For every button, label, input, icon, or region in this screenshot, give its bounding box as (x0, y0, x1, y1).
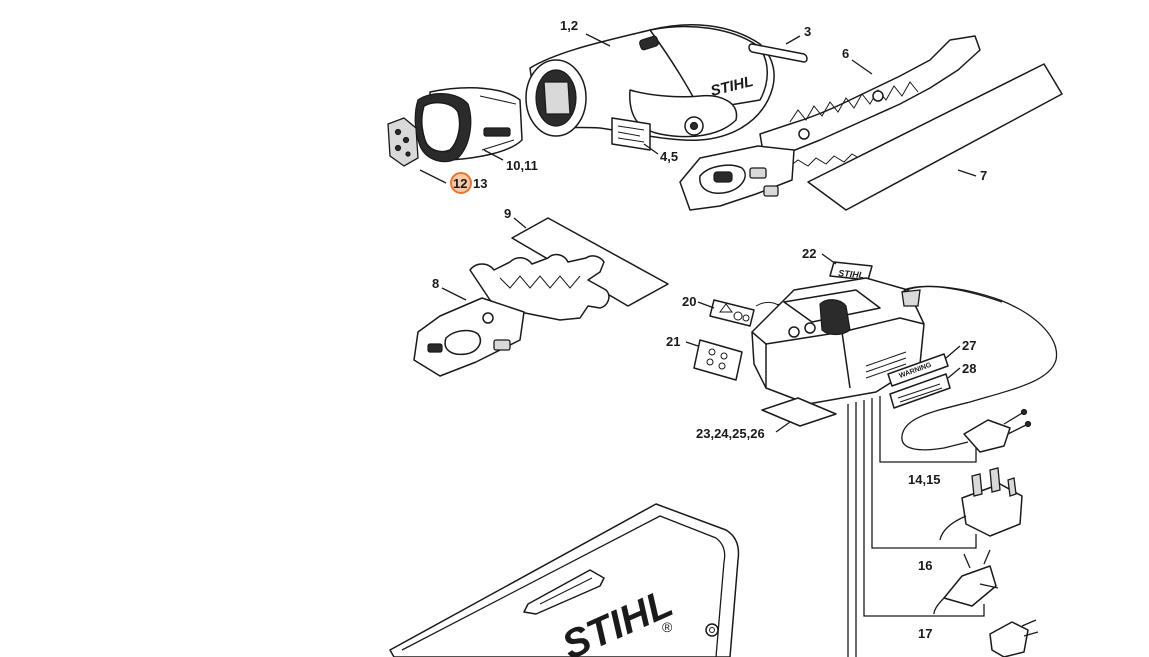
callout-22: 22 (802, 246, 816, 261)
callout-7: 7 (980, 168, 987, 183)
callout-23-26: 23,24,25,26 (696, 426, 765, 441)
callout-17: 17 (918, 626, 932, 641)
callout-14-15: 14,15 (908, 472, 941, 487)
callout-13: 13 (473, 176, 487, 191)
battery-charger[interactable] (751, 277, 925, 405)
decal-brand-text: STIHL (838, 268, 865, 280)
info-label[interactable] (889, 373, 951, 409)
charger-rating-sticker[interactable] (761, 397, 837, 427)
callout-8: 8 (432, 276, 439, 291)
carry-case[interactable]: STIHL ® (389, 503, 740, 657)
instruction-label[interactable] (693, 339, 743, 381)
hedge-trimmer-blade[interactable] (679, 35, 981, 211)
callout-3: 3 (804, 24, 811, 39)
case-registered-mark: ® (662, 619, 673, 635)
shrub-shear-blade[interactable] (413, 253, 610, 377)
callout-16: 16 (918, 558, 932, 573)
callout-28: 28 (962, 361, 976, 376)
callout-21: 21 (666, 334, 680, 349)
contact-plate[interactable] (387, 117, 419, 167)
slide-strip[interactable] (748, 43, 808, 63)
blade-guard-sheet[interactable] (807, 63, 1063, 211)
callout-12-highlight[interactable]: 12 (450, 172, 472, 194)
plug-group-brackets (847, 396, 985, 657)
leader-lines (419, 33, 977, 433)
motor-housing[interactable]: STIHL (525, 23, 775, 142)
callout-4-5: 4,5 (660, 149, 678, 164)
rating-plate[interactable] (611, 117, 651, 151)
callout-27: 27 (962, 338, 976, 353)
cn-plug[interactable] (989, 619, 1039, 657)
callout-20: 20 (682, 294, 696, 309)
callout-1-2: 1,2 (560, 18, 578, 33)
callout-12: 12 (453, 176, 467, 191)
callout-9: 9 (504, 206, 511, 221)
au-plug[interactable] (933, 549, 999, 615)
charger-cord[interactable] (901, 285, 1058, 451)
euro-plug[interactable] (963, 408, 1032, 453)
callout-6: 6 (842, 46, 849, 61)
battery-pack[interactable] (414, 87, 523, 163)
callout-10-11: 10,11 (506, 158, 538, 173)
uk-plug[interactable] (939, 467, 1023, 541)
